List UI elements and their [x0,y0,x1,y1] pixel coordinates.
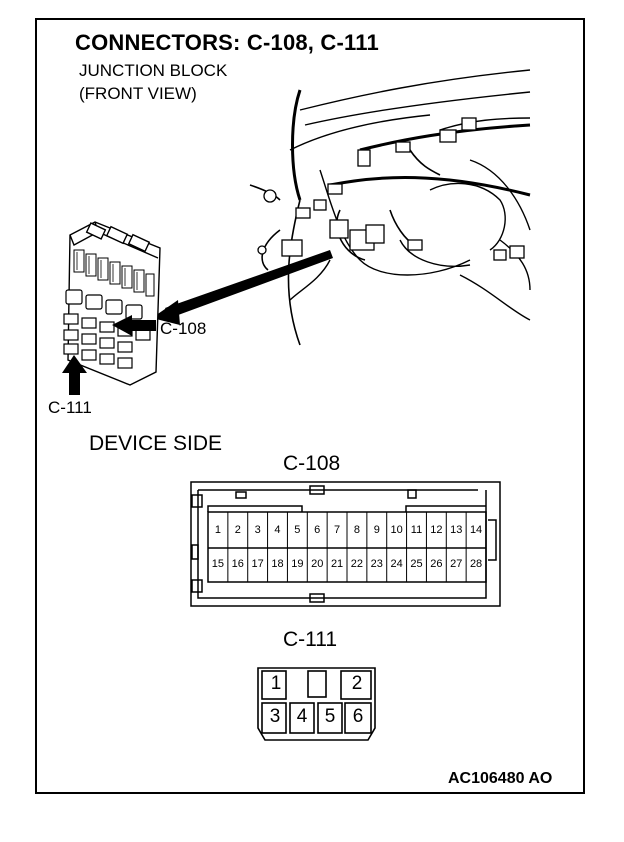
c111-pin-6: 6 [347,706,369,728]
c111-pin-2: 2 [346,673,368,695]
c108-top-pin-8: 8 [353,524,360,536]
connector-c111-label: C-111 [283,628,338,651]
c111-pin-5-label: 5 [324,706,336,727]
callout-c108: C-108 [160,319,207,338]
c108-top-pin-7: 7 [334,524,341,536]
figure-code: AC106480 AO [448,770,553,787]
c111-pin-5: 5 [319,706,341,728]
c111-pin-1: 1 [266,673,286,695]
c108-top-pin-10: 10 [390,524,403,536]
c108-bottom-pin-11: 25 [410,558,423,570]
subtitle-front-view: (FRONT VIEW) [79,84,197,103]
subtitle-junction-block: JUNCTION BLOCK [79,61,228,80]
c108-bottom-pin-6: 20 [311,558,324,570]
c108-bottom-pin-5: 19 [291,558,304,570]
c111-pin-1-label: 1 [270,673,282,694]
c111-pin-4: 4 [291,706,313,728]
c108-top-pin-12: 12 [430,524,443,536]
c108-bottom-pin-10: 24 [390,558,403,570]
c111-pin-4-label: 4 [296,706,308,727]
c108-top-pin-4: 4 [274,524,281,536]
c108-top-pin-9: 9 [373,524,380,536]
c111-pin-3: 3 [264,706,286,728]
c108-bottom-pin-13: 27 [450,558,463,570]
c108-bottom-pin-1: 15 [211,558,225,570]
callout-c111: C-111 [48,398,92,417]
c108-top-pin-5: 5 [294,524,301,536]
c108-bottom-pin-12: 26 [430,558,443,570]
device-side-label: DEVICE SIDE [89,432,223,455]
c108-top-pin-2: 2 [234,524,241,536]
c108-top-pin-14: 14 [469,524,483,536]
c108-bottom-pin-8: 22 [350,558,364,570]
c108-bottom-pin-9: 23 [370,558,383,570]
c108-top-pin-1: 1 [214,524,221,536]
c108-top-pin-13: 13 [450,524,463,536]
c108-bottom-pin-2: 16 [231,558,244,570]
c111-pin-3-label: 3 [269,706,281,727]
diagram-title: CONNECTORS: C-108, C-111 [75,30,379,55]
c108-bottom-pin-14: 28 [469,558,483,570]
c111-pin-6-label: 6 [352,706,364,727]
connector-c108-label: C-108 [283,452,341,475]
diagram-frame [35,18,585,794]
c108-bottom-pin-3: 17 [251,558,264,570]
c111-pin-2-label: 2 [351,673,363,694]
c108-bottom-pin-4: 18 [271,558,284,570]
c108-top-pin-11: 11 [410,524,423,536]
c108-top-pin-3: 3 [254,524,261,536]
c108-bottom-pin-7: 21 [330,558,344,570]
c108-top-pin-6: 6 [314,524,321,536]
